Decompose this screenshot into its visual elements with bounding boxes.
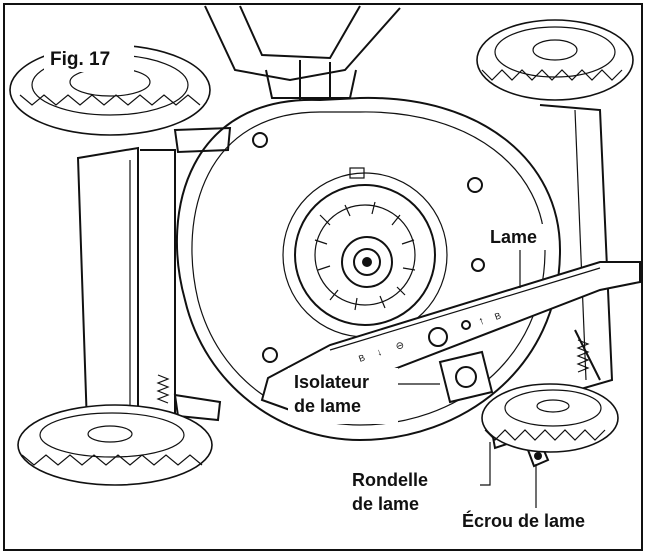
wheel-bottom-left [17, 404, 213, 486]
blade-small-hole [461, 320, 471, 330]
callout-blade-washer-line1: Rondelle [352, 470, 428, 490]
callout-blade-insulator-line1: Isolateur [294, 372, 369, 392]
wheel-top-right [476, 19, 634, 101]
callout-blade-nut: Écrou de lame [462, 510, 585, 531]
rear-axle-bracket [173, 126, 232, 422]
blade-center-hole [428, 327, 448, 347]
figure-label: Fig. 17 [50, 49, 110, 70]
height-adjust-spring-right [576, 339, 590, 373]
blade-mark-1: B [357, 352, 366, 363]
callout-blade-insulator-line2: de lame [294, 396, 361, 416]
blade-insulator [438, 350, 494, 404]
handle-frame [204, 5, 401, 120]
callout-blade: Lame [490, 227, 537, 247]
blade-mark-3: ⊖ [394, 340, 406, 353]
height-adjust-spring-left [156, 374, 170, 404]
callout-blade-washer-line2: de lame [352, 494, 419, 514]
blade-mark-2: ↓ [375, 347, 383, 359]
callout-leaders [398, 250, 537, 515]
motor-hub [282, 167, 448, 338]
blade-mark-7: B [493, 310, 502, 321]
figure-label-background [44, 44, 134, 72]
blade-mark-6: ↑ [477, 315, 486, 328]
deck-right-frame [539, 104, 614, 396]
wheel-bottom-right [481, 383, 619, 453]
